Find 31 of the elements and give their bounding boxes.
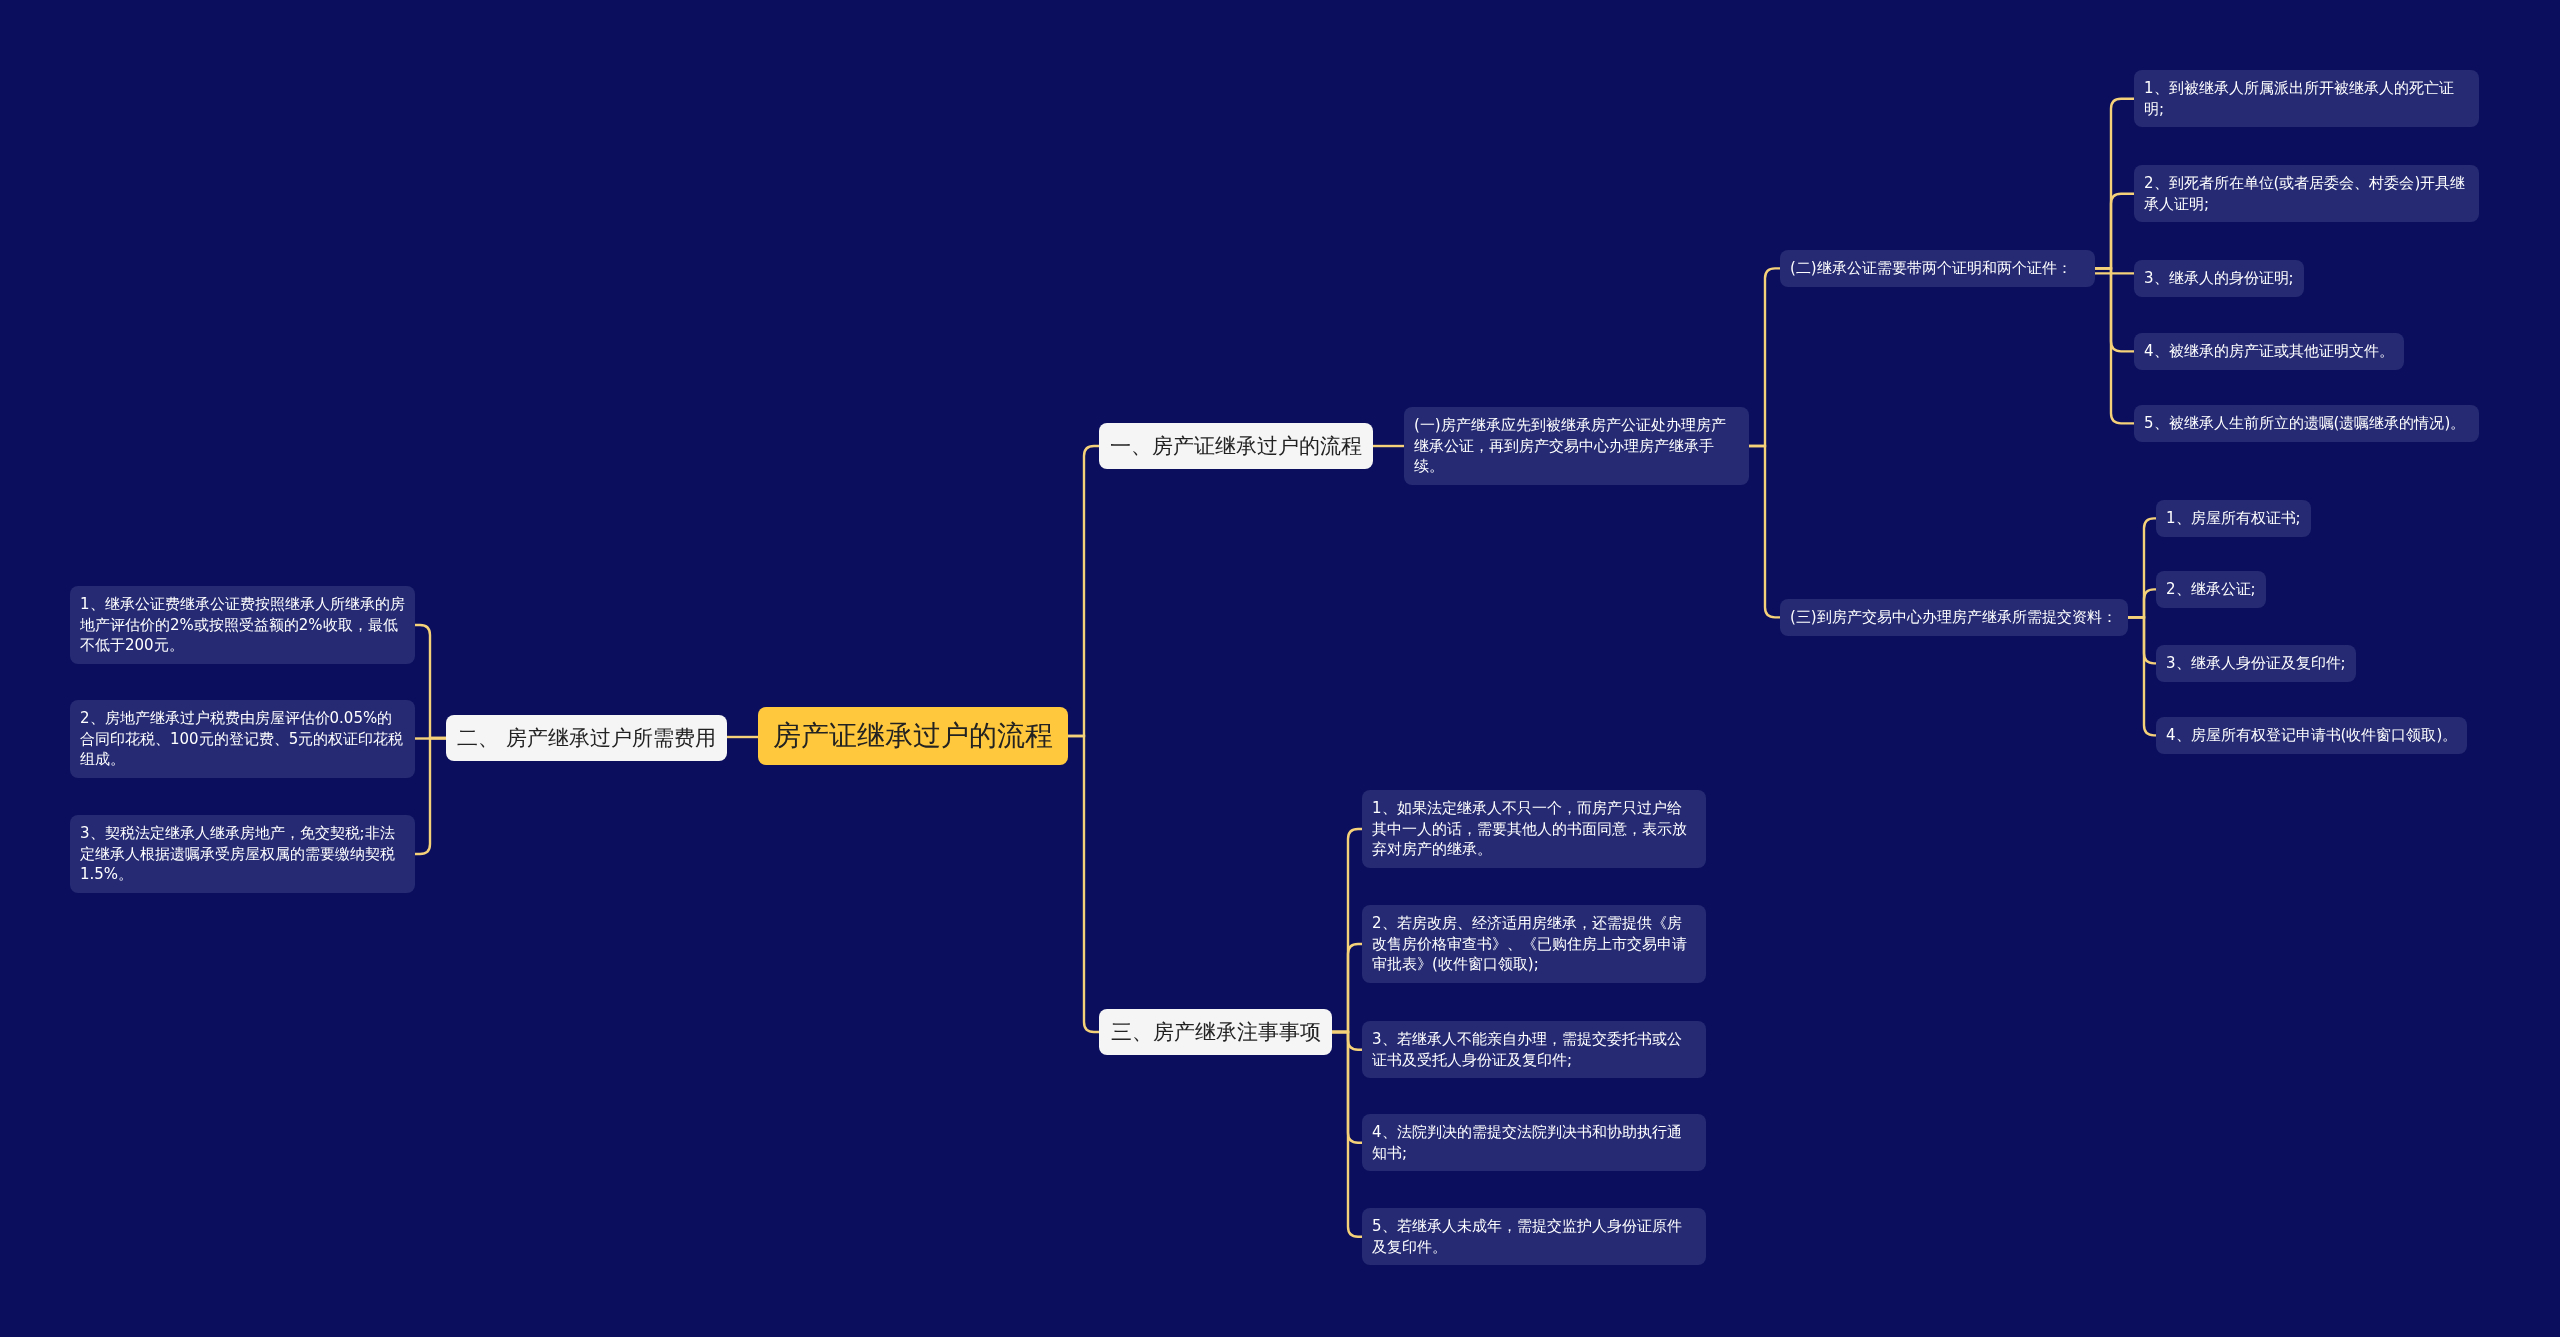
subtopic-box: 2、房地产继承过户税费由房屋评估价0.05%的合同印花税、100元的登记费、5元的权证印花税组成。 [70, 700, 415, 779]
subtopic-box: (二)继承公证需要带两个证明和两个证件： [1780, 250, 2095, 287]
subtopic-box: 4、房屋所有权登记申请书(收件窗口领取)。 [2156, 717, 2468, 754]
subtopic-box: 4、法院判决的需提交法院判决书和协助执行通知书; [1362, 1114, 1706, 1172]
subtopic-box: 2、若房改房、经济适用房继承，还需提供《房改售房价格审查书》、《已购住房上市交易申请审批表》(收件窗口领取); [1362, 905, 1706, 984]
subtopic-box: 1、继承公证费继承公证费按照继承人所继承的房地产评估价的2%或按照受益额的2%收取，最低不低于200元。 [70, 586, 415, 665]
branch-topic-box: 一、房产证继承过户的流程 [1099, 423, 1373, 469]
connector-line [727, 735, 758, 739]
subtopic-box: (一)房产继承应先到被继承房产公证处办理房产继承公证，再到房产交易中心办理房产继承手续。 [1404, 407, 1749, 486]
subtopic-box: 1、如果法定继承人不只一个，而房产只过户给其中一人的话，需要其他人的书面同意，表示放弃对房产的继承。 [1362, 790, 1706, 869]
branch-topic-box: 三、房产继承注事事项 [1099, 1009, 1332, 1055]
connector-line [1332, 1030, 1362, 1238]
subtopic-box: 2、到死者所在单位(或者居委会、村委会)开具继承人证明; [2134, 165, 2479, 223]
subtopic-box: 1、房屋所有权证书; [2156, 500, 2311, 537]
central-topic-box: 房产证继承过户的流程 [758, 707, 1068, 765]
subtopic-box: 3、契税法定继承人继承房地产，免交契税;非法定继承人根据遗嘱承受房屋权属的需要缴纳契税1.5%。 [70, 815, 415, 894]
subtopic-box: 1、到被继承人所属派出所开被继承人的死亡证明; [2134, 70, 2479, 128]
subtopic-box: 3、若继承人不能亲自办理，需提交委托书或公证书及受托人身份证及复印件; [1362, 1021, 1706, 1079]
subtopic-box: 4、被继承的房产证或其他证明文件。 [2134, 333, 2404, 370]
subtopic-box: 3、继承人的身份证明; [2134, 260, 2304, 297]
branch-topic-box: 二、 房产继承过户所需费用 [446, 715, 727, 761]
subtopic-box: (三)到房产交易中心办理房产继承所需提交资料： [1780, 599, 2128, 636]
subtopic-box: 5、若继承人未成年，需提交监护人身份证原件及复印件。 [1362, 1208, 1706, 1266]
subtopic-box: 5、被继承人生前所立的遗嘱(遗嘱继承的情况)。 [2134, 405, 2479, 442]
subtopic-box: 2、继承公证; [2156, 571, 2266, 608]
connector-line [415, 737, 446, 740]
connector-line [2128, 616, 2156, 737]
subtopic-box: 3、继承人身份证及复印件; [2156, 645, 2356, 682]
connector-line [2095, 267, 2134, 425]
connector-line [2095, 272, 2134, 275]
connector-line [1373, 444, 1404, 448]
